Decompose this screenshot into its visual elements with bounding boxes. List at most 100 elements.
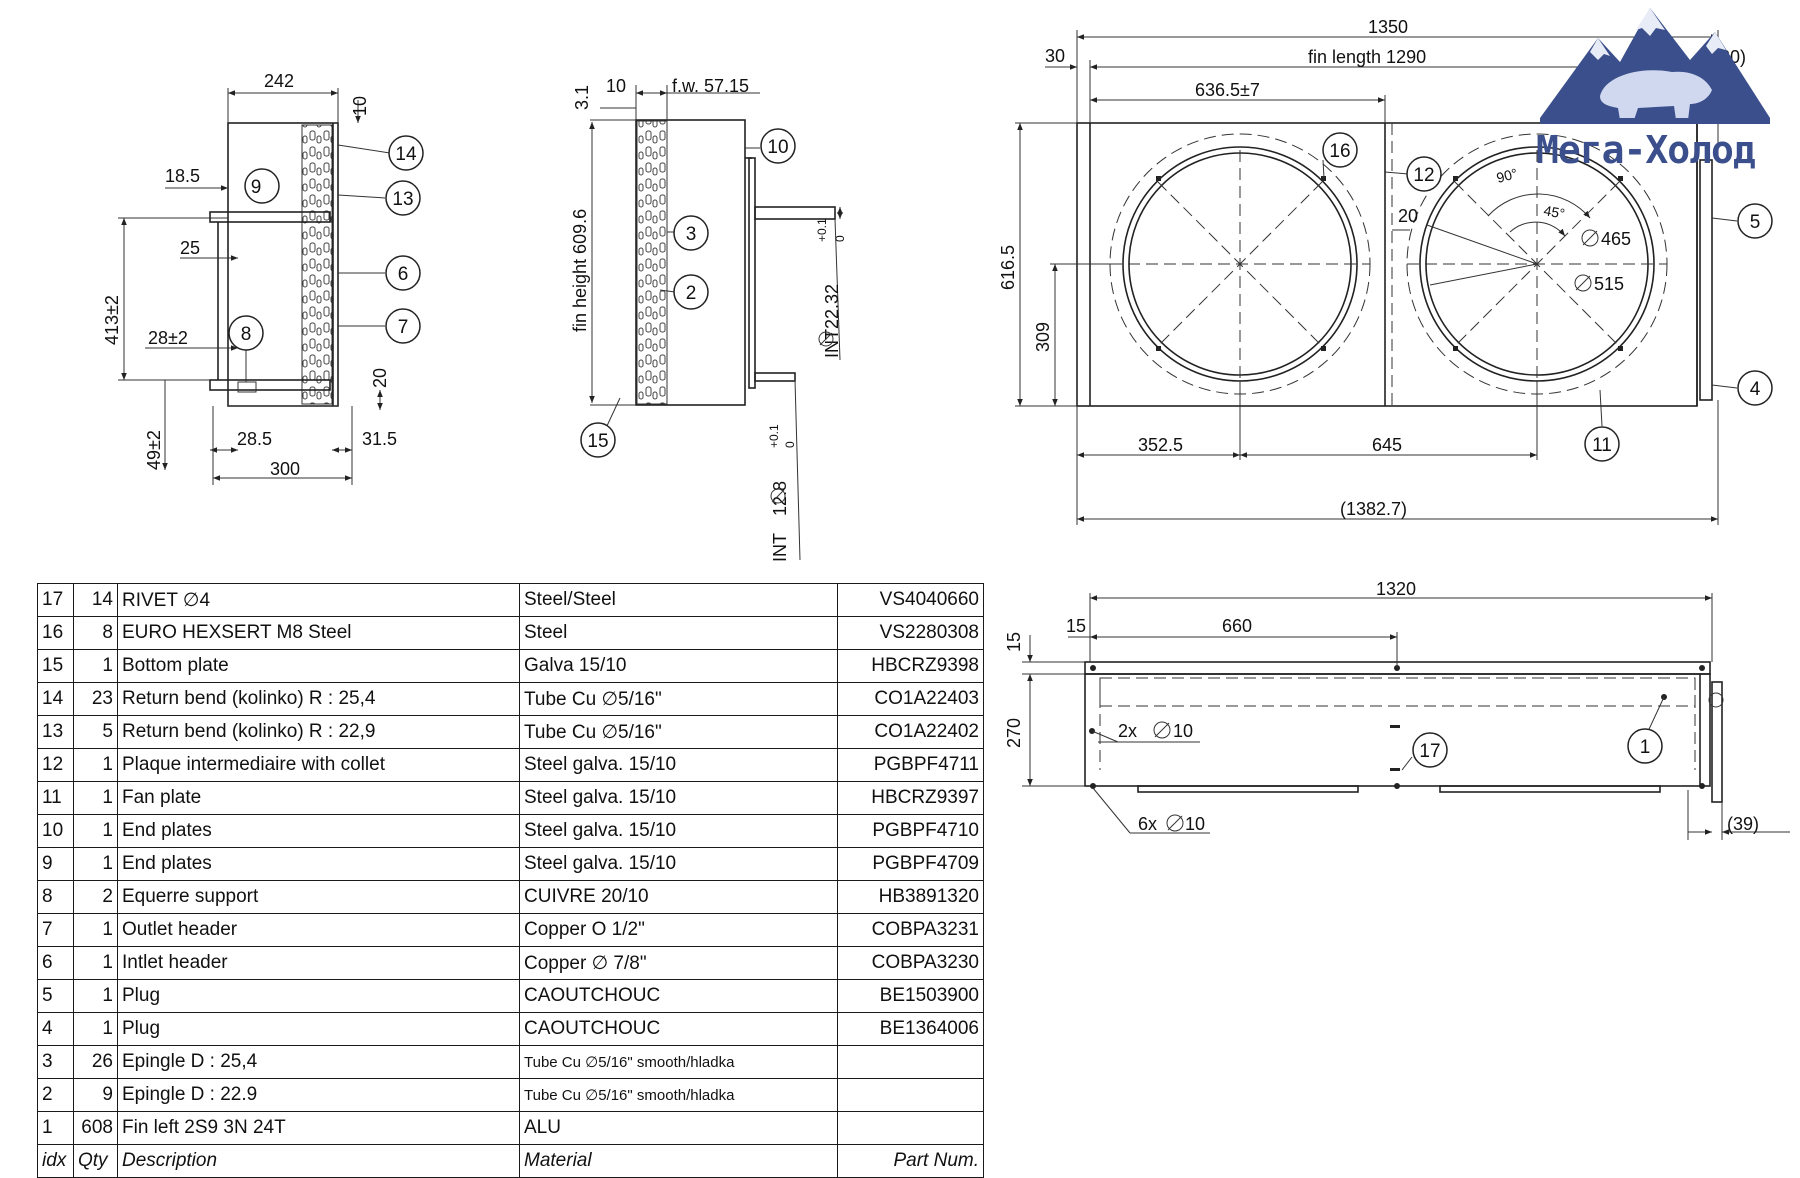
angle-90: 90° xyxy=(1495,165,1520,186)
row-part-num: BE1503900 xyxy=(837,979,984,1013)
row-material: Copper O 1/2" xyxy=(519,913,838,947)
dim-18-5: 18.5 xyxy=(165,166,200,186)
row-material: Steel galva. 15/10 xyxy=(519,814,838,848)
tol-12-8-lower: 0 xyxy=(783,441,797,448)
row-idx: 10 xyxy=(37,814,74,848)
row-idx: 17 xyxy=(37,583,74,617)
row-idx: 12 xyxy=(37,748,74,782)
row-description: End plates xyxy=(117,847,520,881)
dim-636-5: 636.5±7 xyxy=(1195,80,1260,100)
bubble-4: 4 xyxy=(1750,379,1761,400)
bubble-11: 11 xyxy=(1592,435,1612,456)
dim-413: 413±2 xyxy=(102,295,122,345)
tol-int22-upper: +0.1 xyxy=(815,218,829,242)
header-qty: Qty xyxy=(73,1144,118,1178)
row-part-num: VS2280308 xyxy=(837,616,984,650)
dim-645: 645 xyxy=(1372,435,1402,455)
row-description: Outlet header xyxy=(117,913,520,947)
row-idx: 16 xyxy=(37,616,74,650)
dim-10-mid: 10 xyxy=(606,76,626,96)
row-material: CAOUTCHOUC xyxy=(519,979,838,1013)
row-material: ALU xyxy=(519,1111,838,1145)
row-idx: 2 xyxy=(37,1078,74,1112)
row-part-num: CO1A22403 xyxy=(837,682,984,716)
header-part-num: Part Num. xyxy=(837,1144,984,1178)
row-part-num: VS4040660 xyxy=(837,583,984,617)
dim-28: 28±2 xyxy=(148,328,188,348)
row-description: Return bend (kolinko) R : 25,4 xyxy=(117,682,520,716)
row-material: Galva 15/10 xyxy=(519,649,838,683)
row-material: Steel/Steel xyxy=(519,583,838,617)
row-part-num: HB3891320 xyxy=(837,880,984,914)
row-part-num: PGBPF4710 xyxy=(837,814,984,848)
header-description: Description xyxy=(117,1144,520,1178)
row-idx: 7 xyxy=(37,913,74,947)
row-part-num: COBPA3230 xyxy=(837,946,984,980)
top-view-labels: 1350 30 fin length 1290 (30) 636.5±7 616… xyxy=(998,17,1746,519)
row-qty: 1 xyxy=(73,946,118,980)
side-view-left xyxy=(118,88,391,485)
row-part-num: BE1364006 xyxy=(837,1012,984,1046)
row-qty: 14 xyxy=(73,583,118,617)
dim-465: 465 xyxy=(1601,229,1631,249)
dim-1382-7: (1382.7) xyxy=(1340,499,1407,519)
row-qty: 608 xyxy=(73,1111,118,1145)
dim-25: 25 xyxy=(180,238,200,258)
dim-20: 20 xyxy=(370,368,390,388)
row-description: RIVET ∅4 xyxy=(117,583,520,617)
dim-270: 270 xyxy=(1004,718,1024,748)
row-description: Fin left 2S9 3N 24T xyxy=(117,1111,520,1145)
row-part-num xyxy=(837,1111,984,1145)
dim-15-h: 15 xyxy=(1066,616,1086,636)
bubble-6: 6 xyxy=(398,264,409,285)
row-description: Plug xyxy=(117,1012,520,1046)
label-6x-10: 10 xyxy=(1185,814,1205,834)
row-idx: 1 xyxy=(37,1111,74,1145)
dim-15-v: 15 xyxy=(1004,632,1024,652)
dim-242: 242 xyxy=(264,71,294,91)
row-part-num: CO1A22402 xyxy=(837,715,984,749)
row-qty: 5 xyxy=(73,715,118,749)
company-logo-text: Мега-Холод xyxy=(1536,128,1756,172)
dim-28-5: 28.5 xyxy=(237,429,272,449)
dim-31-5: 31.5 xyxy=(362,429,397,449)
label-2x-10: 10 xyxy=(1173,721,1193,741)
bubble-12: 12 xyxy=(1413,165,1434,186)
row-qty: 9 xyxy=(73,1078,118,1112)
row-idx: 15 xyxy=(37,649,74,683)
row-part-num: PGBPF4709 xyxy=(837,847,984,881)
row-material: Steel galva. 15/10 xyxy=(519,748,838,782)
dim-3-1: 3.1 xyxy=(572,85,592,110)
row-material: Tube Cu ∅5/16" smooth/hladka xyxy=(519,1045,838,1079)
row-qty: 1 xyxy=(73,979,118,1013)
dim-660: 660 xyxy=(1222,616,1252,636)
dim-309: 309 xyxy=(1033,322,1053,352)
row-qty: 8 xyxy=(73,616,118,650)
dim-515: 515 xyxy=(1594,274,1624,294)
row-part-num xyxy=(837,1078,984,1112)
row-part-num: HBCRZ9397 xyxy=(837,781,984,815)
bubble-5: 5 xyxy=(1750,212,1761,233)
row-description: Fan plate xyxy=(117,781,520,815)
side-view-middle xyxy=(589,85,843,561)
top-view xyxy=(1015,30,1738,525)
bottom-view-bubbles: 17 1 xyxy=(1412,728,1663,768)
row-material: Tube Cu ∅5/16" smooth/hladka xyxy=(519,1078,838,1112)
row-qty: 1 xyxy=(73,814,118,848)
row-qty: 26 xyxy=(73,1045,118,1079)
dim-49: 49±2 xyxy=(144,430,164,470)
top-view-bubbles: 16 12 5 4 11 xyxy=(1322,132,1773,462)
row-part-num: COBPA3231 xyxy=(837,913,984,947)
row-qty: 1 xyxy=(73,781,118,815)
row-idx: 8 xyxy=(37,880,74,914)
row-idx: 4 xyxy=(37,1012,74,1046)
